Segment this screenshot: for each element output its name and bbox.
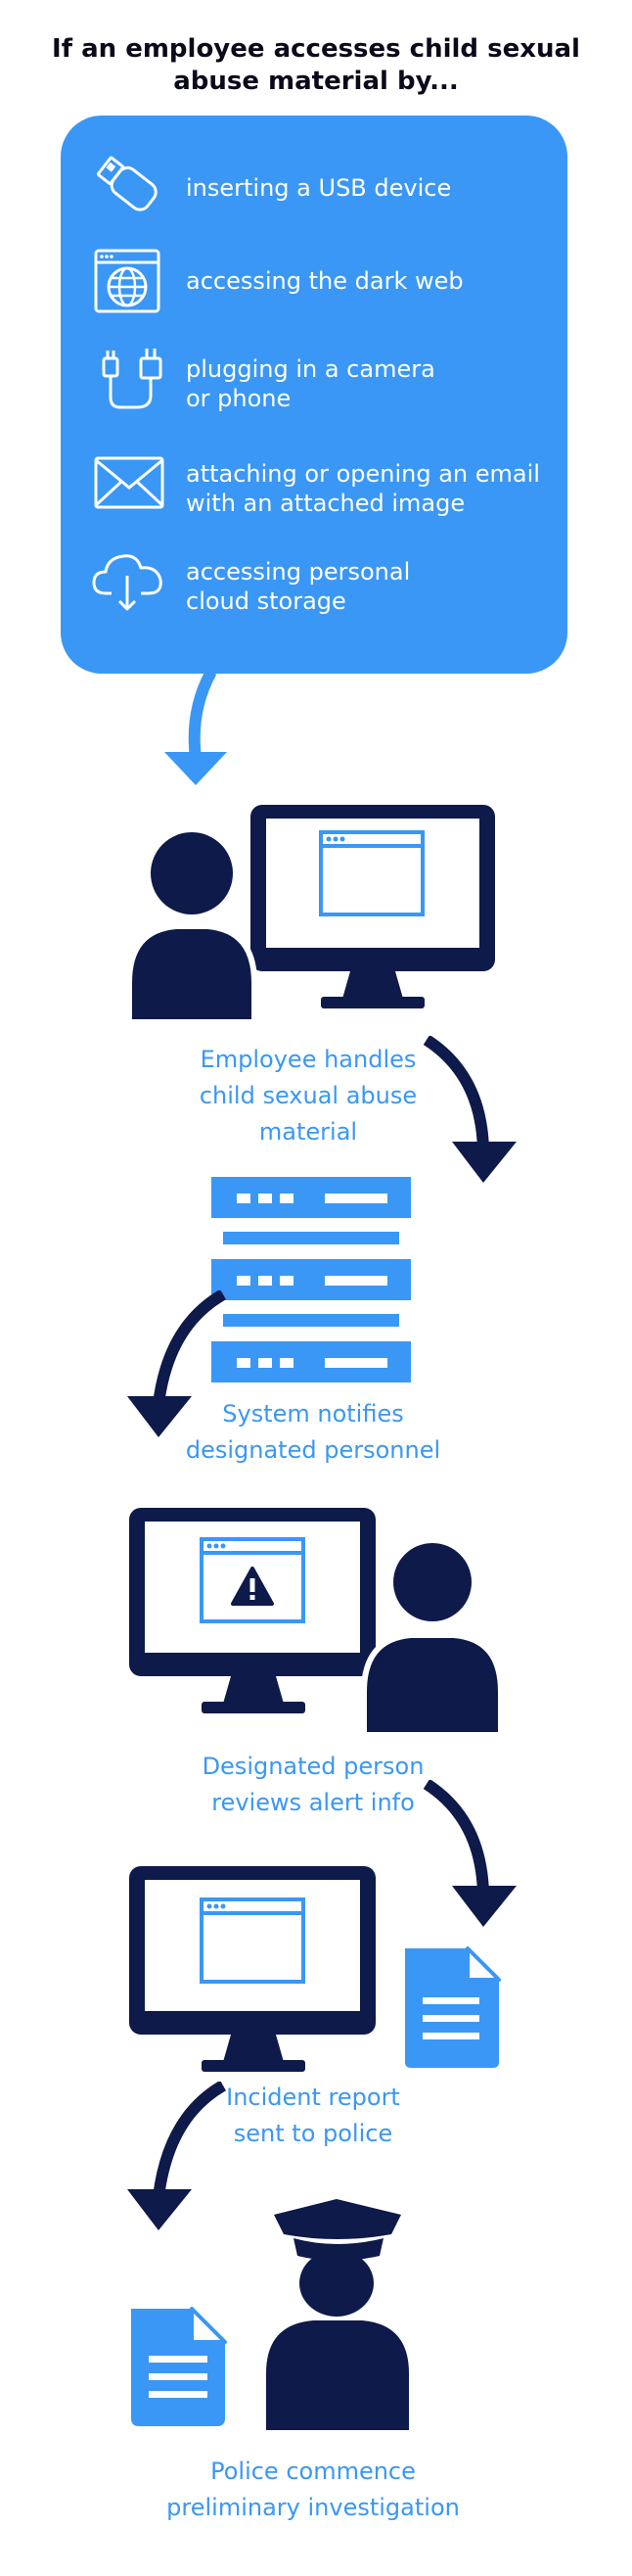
access-method-camera-phone: plugging in a camera or phone	[186, 355, 435, 412]
step-employee-label: Employee handles child sexual abuse mate…	[199, 1046, 418, 1146]
computer-document-icon	[129, 1866, 501, 2082]
access-methods-panel: inserting a USB device accessing the dar…	[61, 116, 567, 674]
step-review-label: Designated person reviews alert info	[202, 1753, 425, 1816]
server-icon	[209, 1177, 413, 1382]
web-browser-globe-icon	[94, 249, 160, 313]
title-line-2: abuse material by...	[173, 67, 459, 96]
email-envelope-icon	[94, 456, 164, 509]
access-method-usb: inserting a USB device	[186, 174, 452, 202]
step-report-label: Incident report sent to police	[226, 2084, 400, 2147]
usb-drive-icon	[90, 153, 162, 215]
flow-arrow-5	[125, 2082, 233, 2238]
flow-arrow-1	[157, 672, 235, 789]
employee-computer-icon	[129, 805, 501, 1022]
access-method-dark-web: accessing the dark web	[186, 267, 464, 295]
access-method-cloud: accessing personal cloud storage	[186, 558, 411, 615]
camera-phone-cable-icon	[98, 347, 166, 411]
alert-computer-person-icon	[129, 1508, 501, 1735]
flow-arrow-3	[125, 1290, 233, 1445]
title-line-1: If an employee accesses child sexual	[52, 34, 580, 64]
step-police-label: Police commence preliminary investigatio…	[166, 2458, 460, 2521]
flow-arrow-2	[423, 1036, 530, 1193]
police-officer-document-icon	[127, 2199, 450, 2430]
access-method-email: attaching or opening an email with an at…	[186, 460, 540, 517]
flow-arrow-4	[423, 1780, 530, 1937]
page-title: If an employee accesses child sexual abu…	[0, 33, 632, 98]
step-system-label: System notifies designated personnel	[185, 1400, 441, 1464]
cloud-download-icon	[92, 550, 164, 613]
